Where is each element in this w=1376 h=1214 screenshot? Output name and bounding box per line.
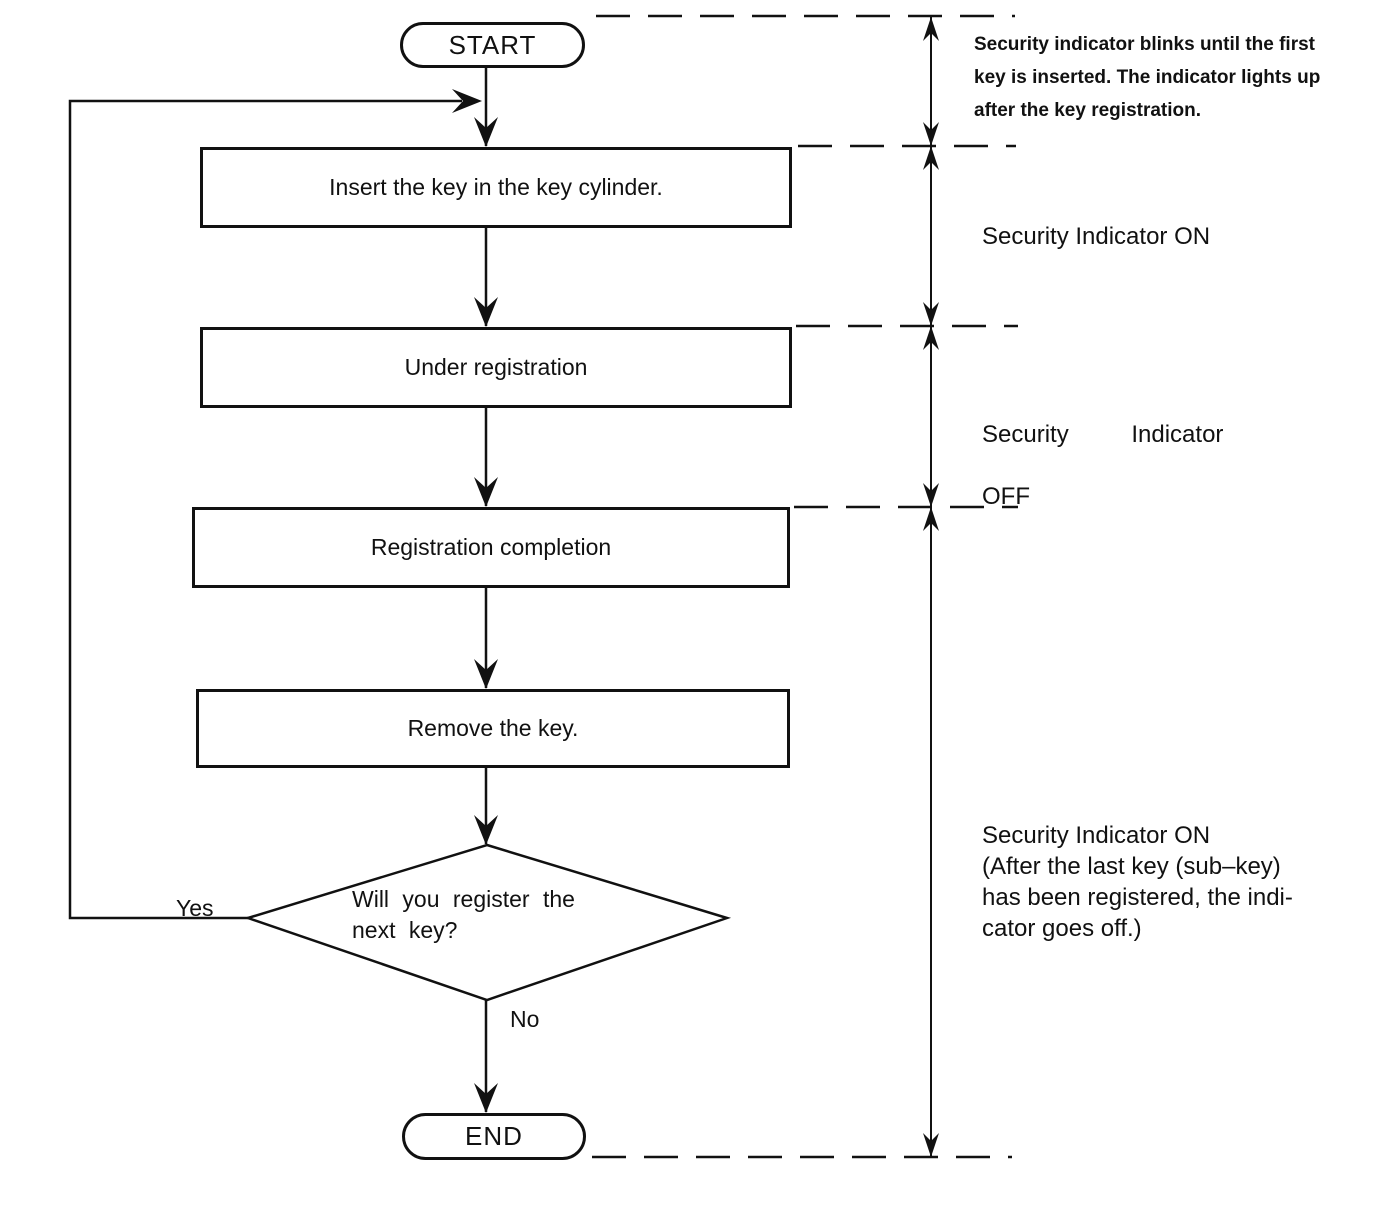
annotation-indicator-off-line2: OFF [982, 483, 1030, 510]
measure-arrow-down-insert-icon [923, 122, 939, 146]
no-branch-label: No [510, 1006, 540, 1032]
arrowhead-into-insert-icon [474, 117, 498, 147]
yes-loop-line [68, 99, 462, 920]
annotation-indicator-off-line1: Security Indicator [982, 421, 1224, 448]
measure-arrow-up-under-icon [923, 326, 939, 350]
arrowhead-into-remove-icon [474, 659, 498, 689]
end-node: END [402, 1113, 586, 1160]
arrowhead-into-end-icon [474, 1083, 498, 1113]
measure-arrow-down-under-icon [923, 302, 939, 326]
measure-arrow-up-insert-icon [923, 146, 939, 170]
annotation-indicator-on: Security Indicator ON [982, 223, 1211, 250]
arrowhead-into-completion-icon [474, 477, 498, 507]
measure-arrow-down-completion-icon [923, 483, 939, 507]
measure-arrow-down-bottom-icon [923, 1133, 939, 1157]
start-node: START [400, 22, 585, 68]
annotation-indicator-on-final: Security Indicator ON (After the last ke… [982, 822, 1293, 942]
step-remove-key-node: Remove the key. [196, 689, 790, 768]
step-registration-completion-node: Registration completion [192, 507, 790, 588]
measure-arrow-up-top-icon [923, 17, 939, 41]
yes-branch-label: Yes [176, 895, 214, 921]
arrowhead-into-decision-icon [474, 815, 498, 845]
arrowhead-into-under-icon [474, 297, 498, 327]
step-insert-key-node: Insert the key in the key cylinder. [200, 147, 792, 228]
annotation-blink-note: Security indicator blinks until the firs… [974, 34, 1321, 121]
measure-arrow-up-completion-icon [923, 507, 939, 531]
decision-label: Will you register the next key? [352, 886, 575, 943]
decision-diamond [243, 843, 732, 1002]
annotation-indicator-off: Security Indicator OFF [982, 388, 1223, 543]
step-under-registration-node: Under registration [200, 327, 792, 408]
yes-loop-arrowhead-icon [452, 89, 482, 113]
